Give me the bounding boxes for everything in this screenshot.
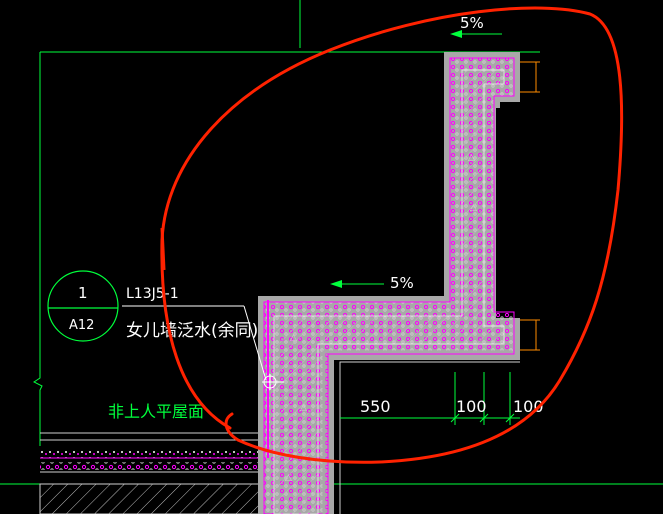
crosshair-cursor-icon: [262, 374, 284, 390]
slope-label-top: 5%: [460, 14, 484, 32]
callout-sheet: A12: [69, 318, 94, 333]
svg-text:△: △: [468, 153, 475, 163]
detail-callout: 1 A12 L13J5-1 女儿墙泛水(余同): [47, 270, 267, 381]
dimension-line: [340, 372, 520, 425]
orange-dimension-marks: [520, 61, 540, 351]
svg-text:△: △: [290, 333, 297, 343]
roof-layers-left: [39, 432, 276, 514]
slope-annotation-middle: 5%: [330, 274, 414, 292]
svg-text:△: △: [470, 203, 477, 213]
dimension-550: 550: [360, 397, 391, 416]
callout-number: 1: [78, 284, 88, 302]
parapet-section: △ △ △ △ △: [258, 52, 520, 514]
callout-description: 女儿墙泛水(余同): [126, 321, 258, 341]
callout-reference: L13J5-1: [126, 286, 179, 302]
svg-text:△: △: [300, 403, 307, 413]
slope-annotation-top: 5%: [450, 14, 502, 38]
red-markup-stroke: [160, 227, 166, 271]
roof-type-label: 非上人平屋面: [108, 402, 204, 421]
slope-label-middle: 5%: [390, 274, 414, 292]
svg-text:△: △: [285, 473, 292, 483]
red-markup-circle: [160, 6, 624, 464]
dimension-100-a: 100: [456, 397, 487, 416]
